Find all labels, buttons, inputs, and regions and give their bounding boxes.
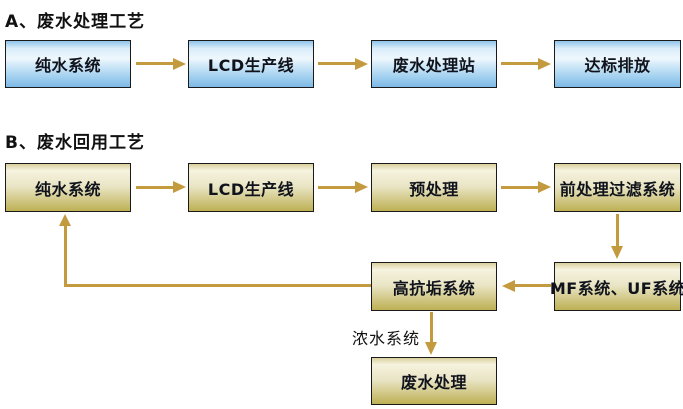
node-b-pretreatment: 预处理 [371,163,497,212]
node-b-mf-uf-system: MF系统、UF系统 [550,262,683,311]
section-a-title: A、废水处理工艺 [5,12,146,32]
arrow-b3-shaft [501,186,538,189]
node-a-treatment-station: 废水处理站 [371,40,497,88]
arrow-b1-head-icon [173,181,186,193]
arrow-b2-shaft [318,186,355,189]
node-a-discharge: 达标排放 [554,40,681,88]
arrow-mfuf-to-antiscaling-head-icon [502,280,515,292]
node-b-prefilter-system: 前处理过滤系统 [554,163,681,212]
arrow-b1-shaft [136,186,173,189]
arrow-a2-head-icon [355,58,368,70]
feedback-line-horizontal [64,284,371,287]
feedback-line-vertical [64,226,67,287]
feedback-arrowhead-up-icon [59,214,71,226]
arrow-antiscaling-to-treatment-shaft [430,312,433,343]
node-a-pure-water: 纯水系统 [5,40,131,88]
node-b-anti-scaling-system: 高抗垢系统 [371,262,497,311]
edge-label-concentrated-water: 浓水系统 [352,329,421,348]
arrow-a1-shaft [136,62,173,65]
arrow-a3-head-icon [538,58,551,70]
arrow-b3-head-icon [538,181,551,193]
arrow-b2-head-icon [355,181,368,193]
arrow-mfuf-to-antiscaling-shaft [515,284,551,287]
section-b-title: B、废水回用工艺 [5,133,145,153]
arrow-a1-head-icon [173,58,186,70]
node-b-pure-water: 纯水系统 [5,163,131,212]
node-a-lcd-line: LCD生产线 [188,40,314,88]
node-b-lcd-line: LCD生产线 [188,163,314,212]
arrow-a2-shaft [318,62,355,65]
arrow-prefilter-to-mfuf-shaft [616,214,619,247]
arrow-antiscaling-to-treatment-head-icon [425,342,437,355]
arrow-prefilter-to-mfuf-head-icon [611,246,623,259]
arrow-a3-shaft [501,62,538,65]
node-b-wastewater-treatment: 废水处理 [371,357,497,405]
